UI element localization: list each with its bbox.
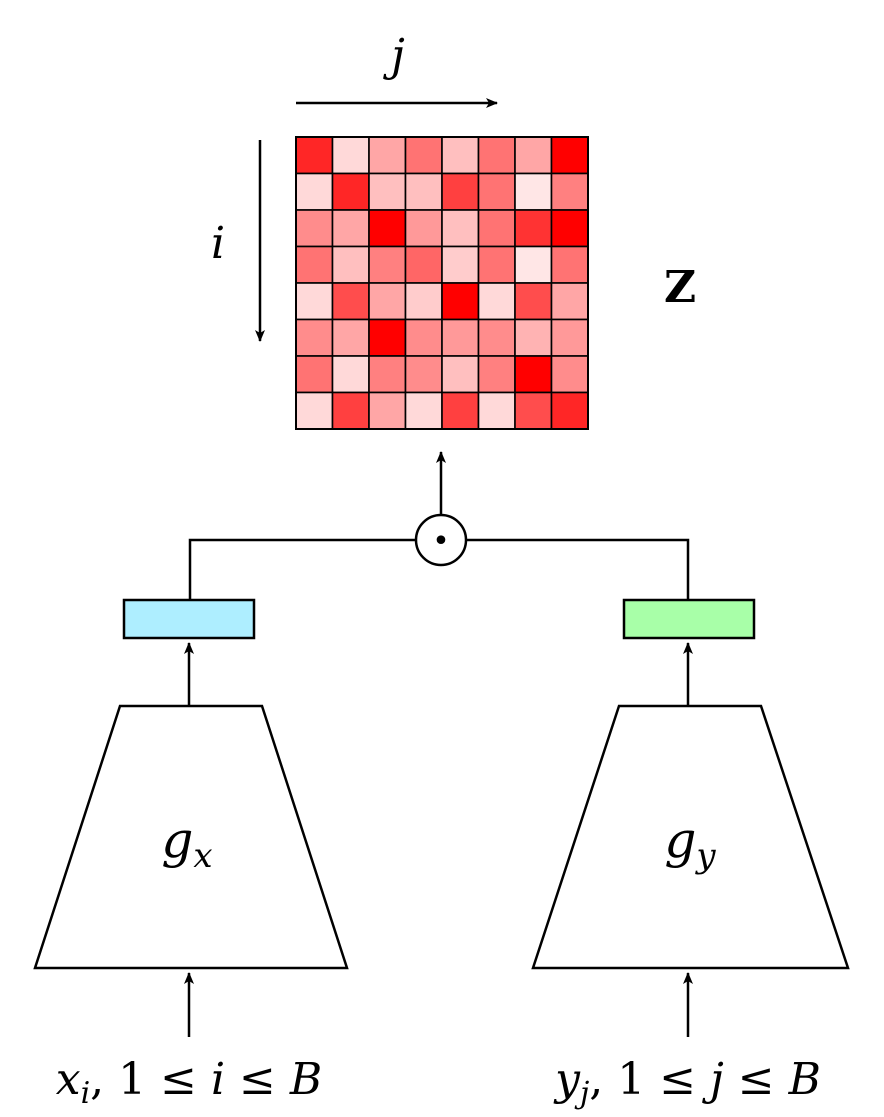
matrix-cell bbox=[368, 209, 407, 248]
matrix-cell bbox=[404, 355, 443, 394]
matrix-cell bbox=[514, 355, 553, 394]
matrix-cell bbox=[477, 209, 516, 248]
matrix-cell bbox=[477, 318, 516, 357]
matrix-cell bbox=[477, 136, 516, 175]
matrix-cell bbox=[477, 172, 516, 211]
matrix-cell bbox=[514, 172, 553, 211]
encoder-y bbox=[531, 704, 850, 970]
matrix-cell bbox=[295, 136, 334, 175]
matrix-cell bbox=[550, 209, 589, 248]
matrix-cell bbox=[514, 209, 553, 248]
matrix-cell bbox=[295, 391, 334, 430]
matrix-cell bbox=[368, 318, 407, 357]
matrix-cell bbox=[295, 318, 334, 357]
encoder-y-label: gy bbox=[664, 811, 716, 876]
matrix-cell bbox=[514, 391, 553, 430]
matrix-cell bbox=[441, 172, 480, 211]
matrix-cell bbox=[477, 391, 516, 430]
matrix-cell bbox=[477, 282, 516, 321]
matrix-cell bbox=[331, 172, 370, 211]
matrix-cell bbox=[295, 172, 334, 211]
matrix-cell bbox=[295, 209, 334, 248]
matrix-cell bbox=[550, 245, 589, 284]
matrix-cell bbox=[331, 209, 370, 248]
matrix-cell bbox=[441, 282, 480, 321]
matrix-cell bbox=[441, 245, 480, 284]
input-y-label: yj, 1 ≤ j ≤ B bbox=[553, 1054, 821, 1111]
matrix-cell bbox=[368, 136, 407, 175]
matrix-cell bbox=[550, 355, 589, 394]
connector-left bbox=[188, 538, 416, 600]
matrix-cell bbox=[331, 282, 370, 321]
matrix-cell bbox=[550, 172, 589, 211]
matrix-cell bbox=[368, 391, 407, 430]
matrix-cell bbox=[514, 282, 553, 321]
matrix-cell bbox=[550, 282, 589, 321]
matrix-cell bbox=[295, 355, 334, 394]
matrix-cell bbox=[331, 136, 370, 175]
matrix-cell bbox=[295, 245, 334, 284]
encoder-x bbox=[33, 704, 349, 970]
matrix-cell bbox=[331, 318, 370, 357]
dot-product-operator bbox=[414, 513, 468, 567]
matrix-cell bbox=[477, 355, 516, 394]
matrix-cell bbox=[550, 318, 589, 357]
embedding-y-box bbox=[622, 598, 756, 640]
column-index-label: j bbox=[382, 30, 405, 81]
input-x-label: xi, 1 ≤ i ≤ B bbox=[56, 1054, 323, 1111]
matrix-cell bbox=[404, 391, 443, 430]
matrix-cell bbox=[514, 245, 553, 284]
matrix-cell bbox=[404, 282, 443, 321]
row-index-label: i bbox=[211, 218, 225, 269]
similarity-matrix bbox=[295, 136, 589, 430]
matrix-cell bbox=[368, 355, 407, 394]
matrix-cell bbox=[441, 355, 480, 394]
matrix-cell bbox=[441, 318, 480, 357]
matrix-cell bbox=[441, 136, 480, 175]
matrix-label: Z bbox=[664, 262, 696, 313]
matrix-cell bbox=[550, 391, 589, 430]
matrix-cell bbox=[404, 172, 443, 211]
matrix-cell bbox=[441, 391, 480, 430]
matrix-cell bbox=[368, 245, 407, 284]
matrix-cell bbox=[404, 136, 443, 175]
matrix-cell bbox=[404, 209, 443, 248]
matrix-cell bbox=[514, 136, 553, 175]
matrix-cell bbox=[441, 209, 480, 248]
matrix-cell bbox=[404, 245, 443, 284]
matrix-cell bbox=[331, 245, 370, 284]
matrix-cell bbox=[368, 172, 407, 211]
matrix-cell bbox=[295, 282, 334, 321]
embedding-x-box bbox=[122, 598, 256, 640]
matrix-cell bbox=[368, 282, 407, 321]
matrix-cell bbox=[331, 391, 370, 430]
dot-product-symbol: • bbox=[432, 524, 450, 559]
encoder-x-label: gx bbox=[161, 811, 212, 876]
matrix-cell bbox=[514, 318, 553, 357]
matrix-cell bbox=[331, 355, 370, 394]
matrix-border bbox=[295, 136, 589, 430]
matrix-cell bbox=[404, 318, 443, 357]
connector-right bbox=[466, 538, 690, 600]
matrix-cell bbox=[477, 245, 516, 284]
matrix-cell bbox=[550, 136, 589, 175]
